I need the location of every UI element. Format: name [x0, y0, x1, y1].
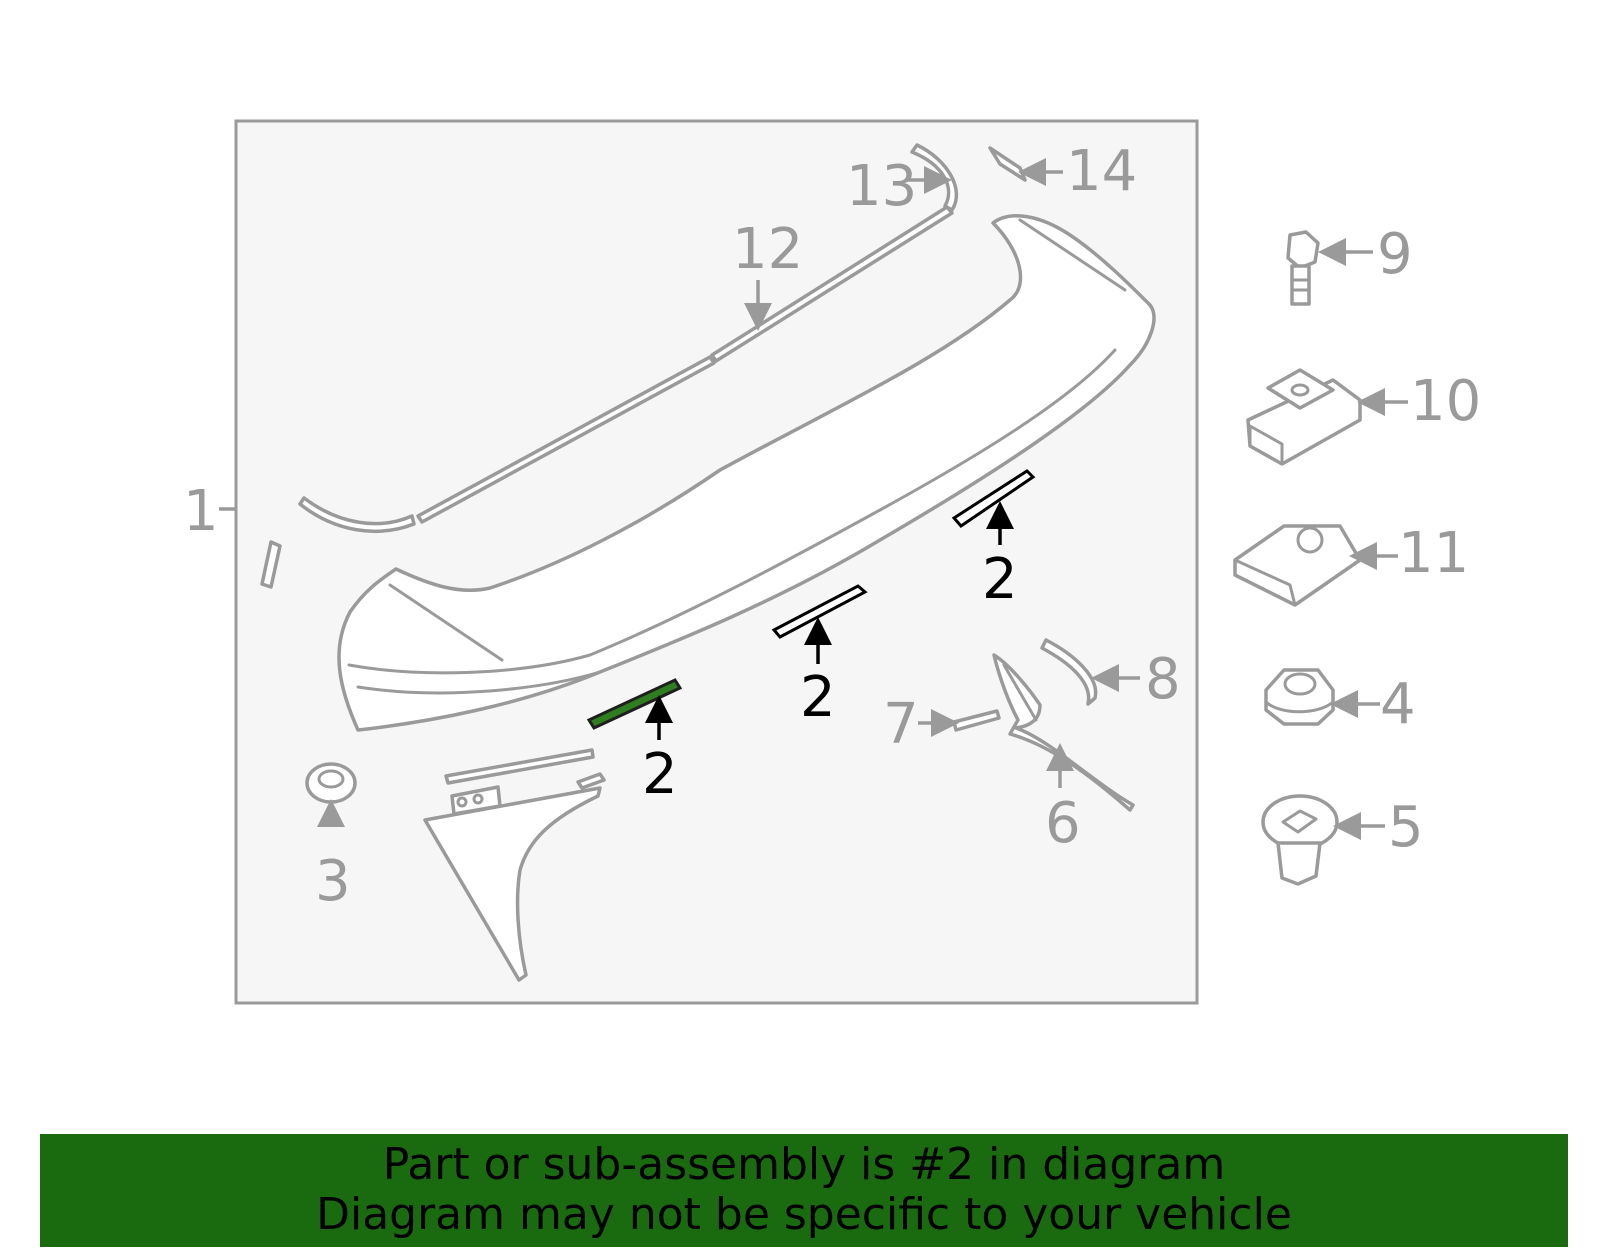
- part-12-seal: [298, 205, 954, 534]
- callout-11: 11: [1398, 521, 1469, 586]
- callout-14: 14: [1066, 139, 1137, 204]
- spoiler-body: [337, 214, 1156, 732]
- callout-5: 5: [1388, 795, 1424, 860]
- leader-lines: [219, 158, 1408, 840]
- callout-2-highlighted: 2: [642, 742, 678, 807]
- left-bracket-assembly: [423, 748, 606, 982]
- part-6-edge: [1002, 663, 1038, 722]
- callout-12: 12: [732, 217, 803, 282]
- callout-1: 1: [183, 479, 219, 544]
- banner-line-part-number: Part or sub-assembly is #2 in diagram: [382, 1139, 1226, 1190]
- part-1-end-trim: [260, 540, 282, 589]
- callout-8: 8: [1145, 647, 1181, 712]
- part-4-nut: [1264, 668, 1335, 726]
- part-2-tape-right: [951, 469, 1036, 528]
- info-banner: Part or sub-assembly is #2 in diagram Di…: [40, 1134, 1568, 1247]
- callout-9: 9: [1377, 222, 1413, 287]
- callout-13: 13: [846, 154, 917, 219]
- callout-6: 6: [1045, 791, 1081, 856]
- callout-2-middle: 2: [800, 665, 836, 730]
- part-5-grommet: [1261, 794, 1339, 886]
- callout-3: 3: [315, 849, 351, 914]
- callout-4: 4: [1380, 672, 1416, 737]
- banner-line-disclaimer: Diagram may not be specific to your vehi…: [316, 1189, 1292, 1240]
- part-10-clip: [1246, 368, 1362, 466]
- callout-7: 7: [883, 692, 919, 757]
- part-9-bolt: [1286, 230, 1320, 306]
- part-2-tape-highlighted[interactable]: [586, 678, 683, 730]
- part-2-tape-middle: [771, 584, 868, 639]
- part-3-grommet: [305, 762, 357, 804]
- callout-10: 10: [1410, 369, 1481, 434]
- part-6-bracket: [992, 653, 1135, 812]
- callout-2-right: 2: [982, 547, 1018, 612]
- part-8-seal: [1040, 638, 1098, 706]
- part-11-clip-nut: [1233, 524, 1362, 607]
